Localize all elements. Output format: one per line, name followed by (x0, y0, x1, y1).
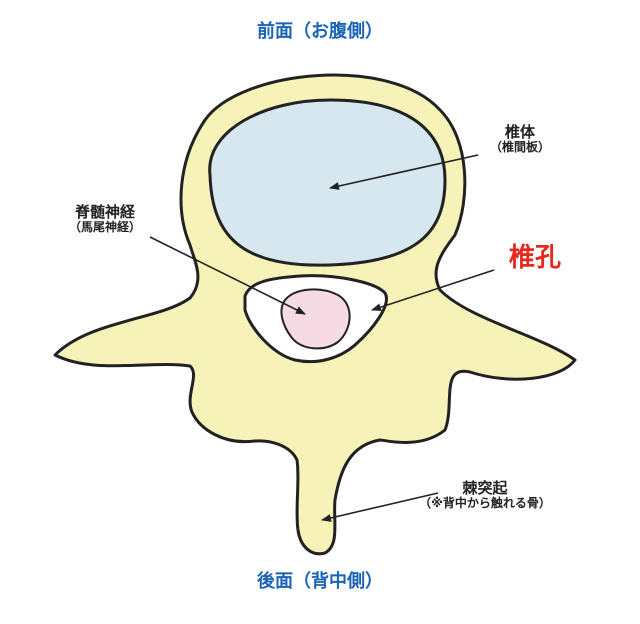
arrow-to-vertebral-body (329, 154, 479, 190)
posterior-label: 後面（背中側） (257, 571, 383, 592)
spinous-process-subtitle: （※背中から触れる骨） (419, 496, 551, 511)
vertebral-body-subtitle: （椎間板） (489, 140, 550, 155)
anterior-label: 前面（お腹側） (257, 21, 383, 42)
arrow-to-spinal-nerve (149, 236, 306, 315)
spinal-nerve-title: 脊髄神経 (74, 203, 135, 221)
vertebral-body-shape (208, 98, 447, 267)
spinal-nerve-shape (280, 288, 351, 350)
arrow-to-spinous-process (321, 492, 439, 522)
arrow-to-foramen (371, 269, 495, 311)
spinal-nerve-subtitle: （馬尾神経） (68, 220, 141, 235)
spinous-process-label: 棘突起 （※背中から触れる骨） (400, 479, 570, 511)
vertebral-body-title: 椎体 (504, 123, 535, 141)
spinal-nerve-label: 脊髄神経 （馬尾神経） (40, 203, 170, 235)
foramen-label: 椎孔 (508, 243, 561, 273)
vertebral-body-label: 椎体 （椎間板） (470, 123, 570, 155)
spinous-process-title: 棘突起 (462, 479, 508, 497)
